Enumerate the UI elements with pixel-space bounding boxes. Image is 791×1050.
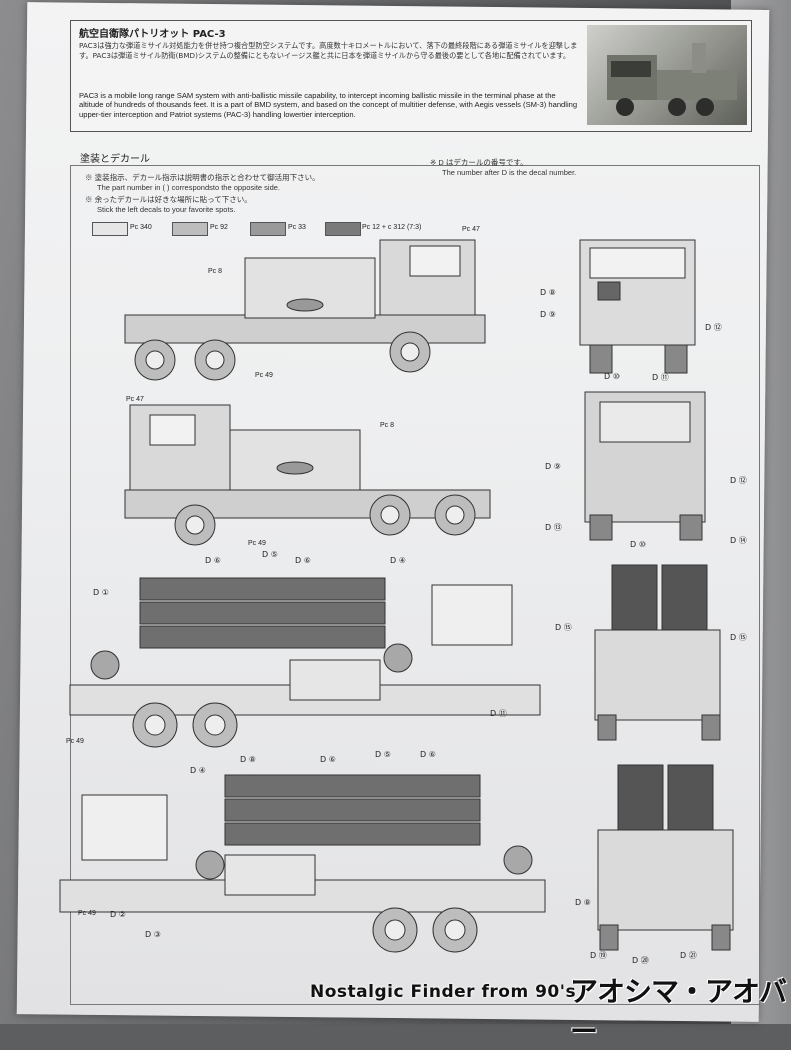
callout-text: Pc 8 [208,268,223,275]
decal-tag: D ⑩ [630,540,646,549]
launcher-side-view-2 [59,774,546,953]
callout-text: Pc 49 [255,372,273,379]
decal-tag: D ⑥ [205,556,221,565]
brand-logo: アオシマ・アオバー [570,975,787,1048]
decal-tag: D ⑤ [375,750,391,759]
truck-front-view [579,239,696,374]
paint-swatch [172,222,208,236]
decal-tag: D ⑧ [240,755,256,764]
note2-jp: ※ 余ったデカールは好きな場所に貼って下さい。 [85,195,252,204]
truck-photo [587,25,747,125]
paint-callout: Pc 47 [462,226,480,233]
paint-callout: Pc 47 [126,396,144,403]
decal-tag: D ⑨ [545,462,561,471]
paint-swatch [92,222,128,236]
decal-tag: D ⑪ [652,373,669,382]
paint-callout: Pc 49 [66,738,84,745]
launcher-rear-view-2 [597,764,734,951]
truck-photo-art [607,43,737,116]
decal-tag: D ⑳ [632,956,649,965]
note1-en: The part number in ( ) correspondsto the… [97,183,281,192]
decal-tag: D ⑮ [555,623,572,632]
paint-code: Pc 12 + c 312 (7:3) [362,224,422,231]
decal-tag: D ⑥ [320,755,336,764]
decal-tag: D ⑩ [604,372,620,381]
paint-swatch [250,222,286,236]
paint-code: Pc 340 [130,224,152,231]
note2-en: Stick the left decals to your favorite s… [97,205,236,214]
note1-jp: ※ 塗装指示、デカール指示は説明書の指示と合わせて御活用下さい。 [85,173,320,182]
callout-text: Pc 8 [380,422,395,429]
decal-tag: D ⑧ [540,288,556,297]
callout-text: Pc 49 [66,738,84,745]
callout-text: Pc 47 [126,396,144,403]
callout-text: Pc 49 [248,540,266,547]
footer-text: Nostalgic Finder from 90's [310,982,577,1002]
decal-tag: D ⑤ [262,550,278,559]
decal-tag: D ① [93,588,109,597]
paint-callout: Pc 49 [255,372,273,379]
decal-tag: D ⑫ [705,323,722,332]
launcher-side-view-1 [69,577,541,748]
callout-text: Pc 47 [462,226,480,233]
launcher-rear-view-1 [594,564,721,741]
truck-side-view-2 [124,404,491,546]
decal-tag: D ⑲ [590,951,607,960]
header-desc-en: PAC3 is a mobile long range SAM system w… [79,91,578,119]
paint-code: Pc 33 [288,224,306,231]
note3-jp: ※ D はデカールの番号です。 [430,158,528,167]
paint-code: Pc 92 [210,224,228,231]
decal-tag: D ⑫ [730,476,747,485]
paint-callout: Pc 8 [380,422,394,429]
header-title: 航空自衛隊パトリオット PAC-3 [79,29,226,40]
decal-tag: D ④ [390,556,406,565]
vehicle-drawings [59,239,734,953]
decal-tag: D ⑨ [540,310,556,319]
truck-rear-view [584,391,706,541]
decal-tag: D ⑧ [575,898,591,907]
decal-tag: D ⑮ [730,633,747,642]
decal-tag: D ③ [145,930,161,939]
paint-swatch [325,222,361,236]
header-box: 航空自衛隊パトリオット PAC-3 PAC3は強力な弾道ミサイル対処能力を併せ持… [70,20,752,132]
truck-side-view-1 [124,239,486,381]
decal-tag: D ⑪ [490,709,507,718]
decal-tag: D ㉑ [680,951,697,960]
paint-callout: Pc 49 [78,910,96,917]
decal-tag: D ② [110,910,126,919]
decal-tag: D ④ [190,766,206,775]
decal-tag: D ⑥ [420,750,436,759]
decal-tag: D ⑥ [295,556,311,565]
paint-callout: Pc 8 [208,268,222,275]
callout-text: Pc 49 [78,910,96,917]
section-title: 塗装とデカール [80,154,150,165]
decal-tag: D ⑬ [545,523,562,532]
header-desc-jp: PAC3は強力な弾道ミサイル対処能力を併せ持つ複合型防空システムです。高度数十キ… [79,41,578,60]
decal-tag: D ⑭ [730,536,747,545]
note3-en: The number after D is the decal number. [442,168,577,177]
painting-box [70,165,760,1005]
paint-callout: Pc 49 [248,540,266,547]
